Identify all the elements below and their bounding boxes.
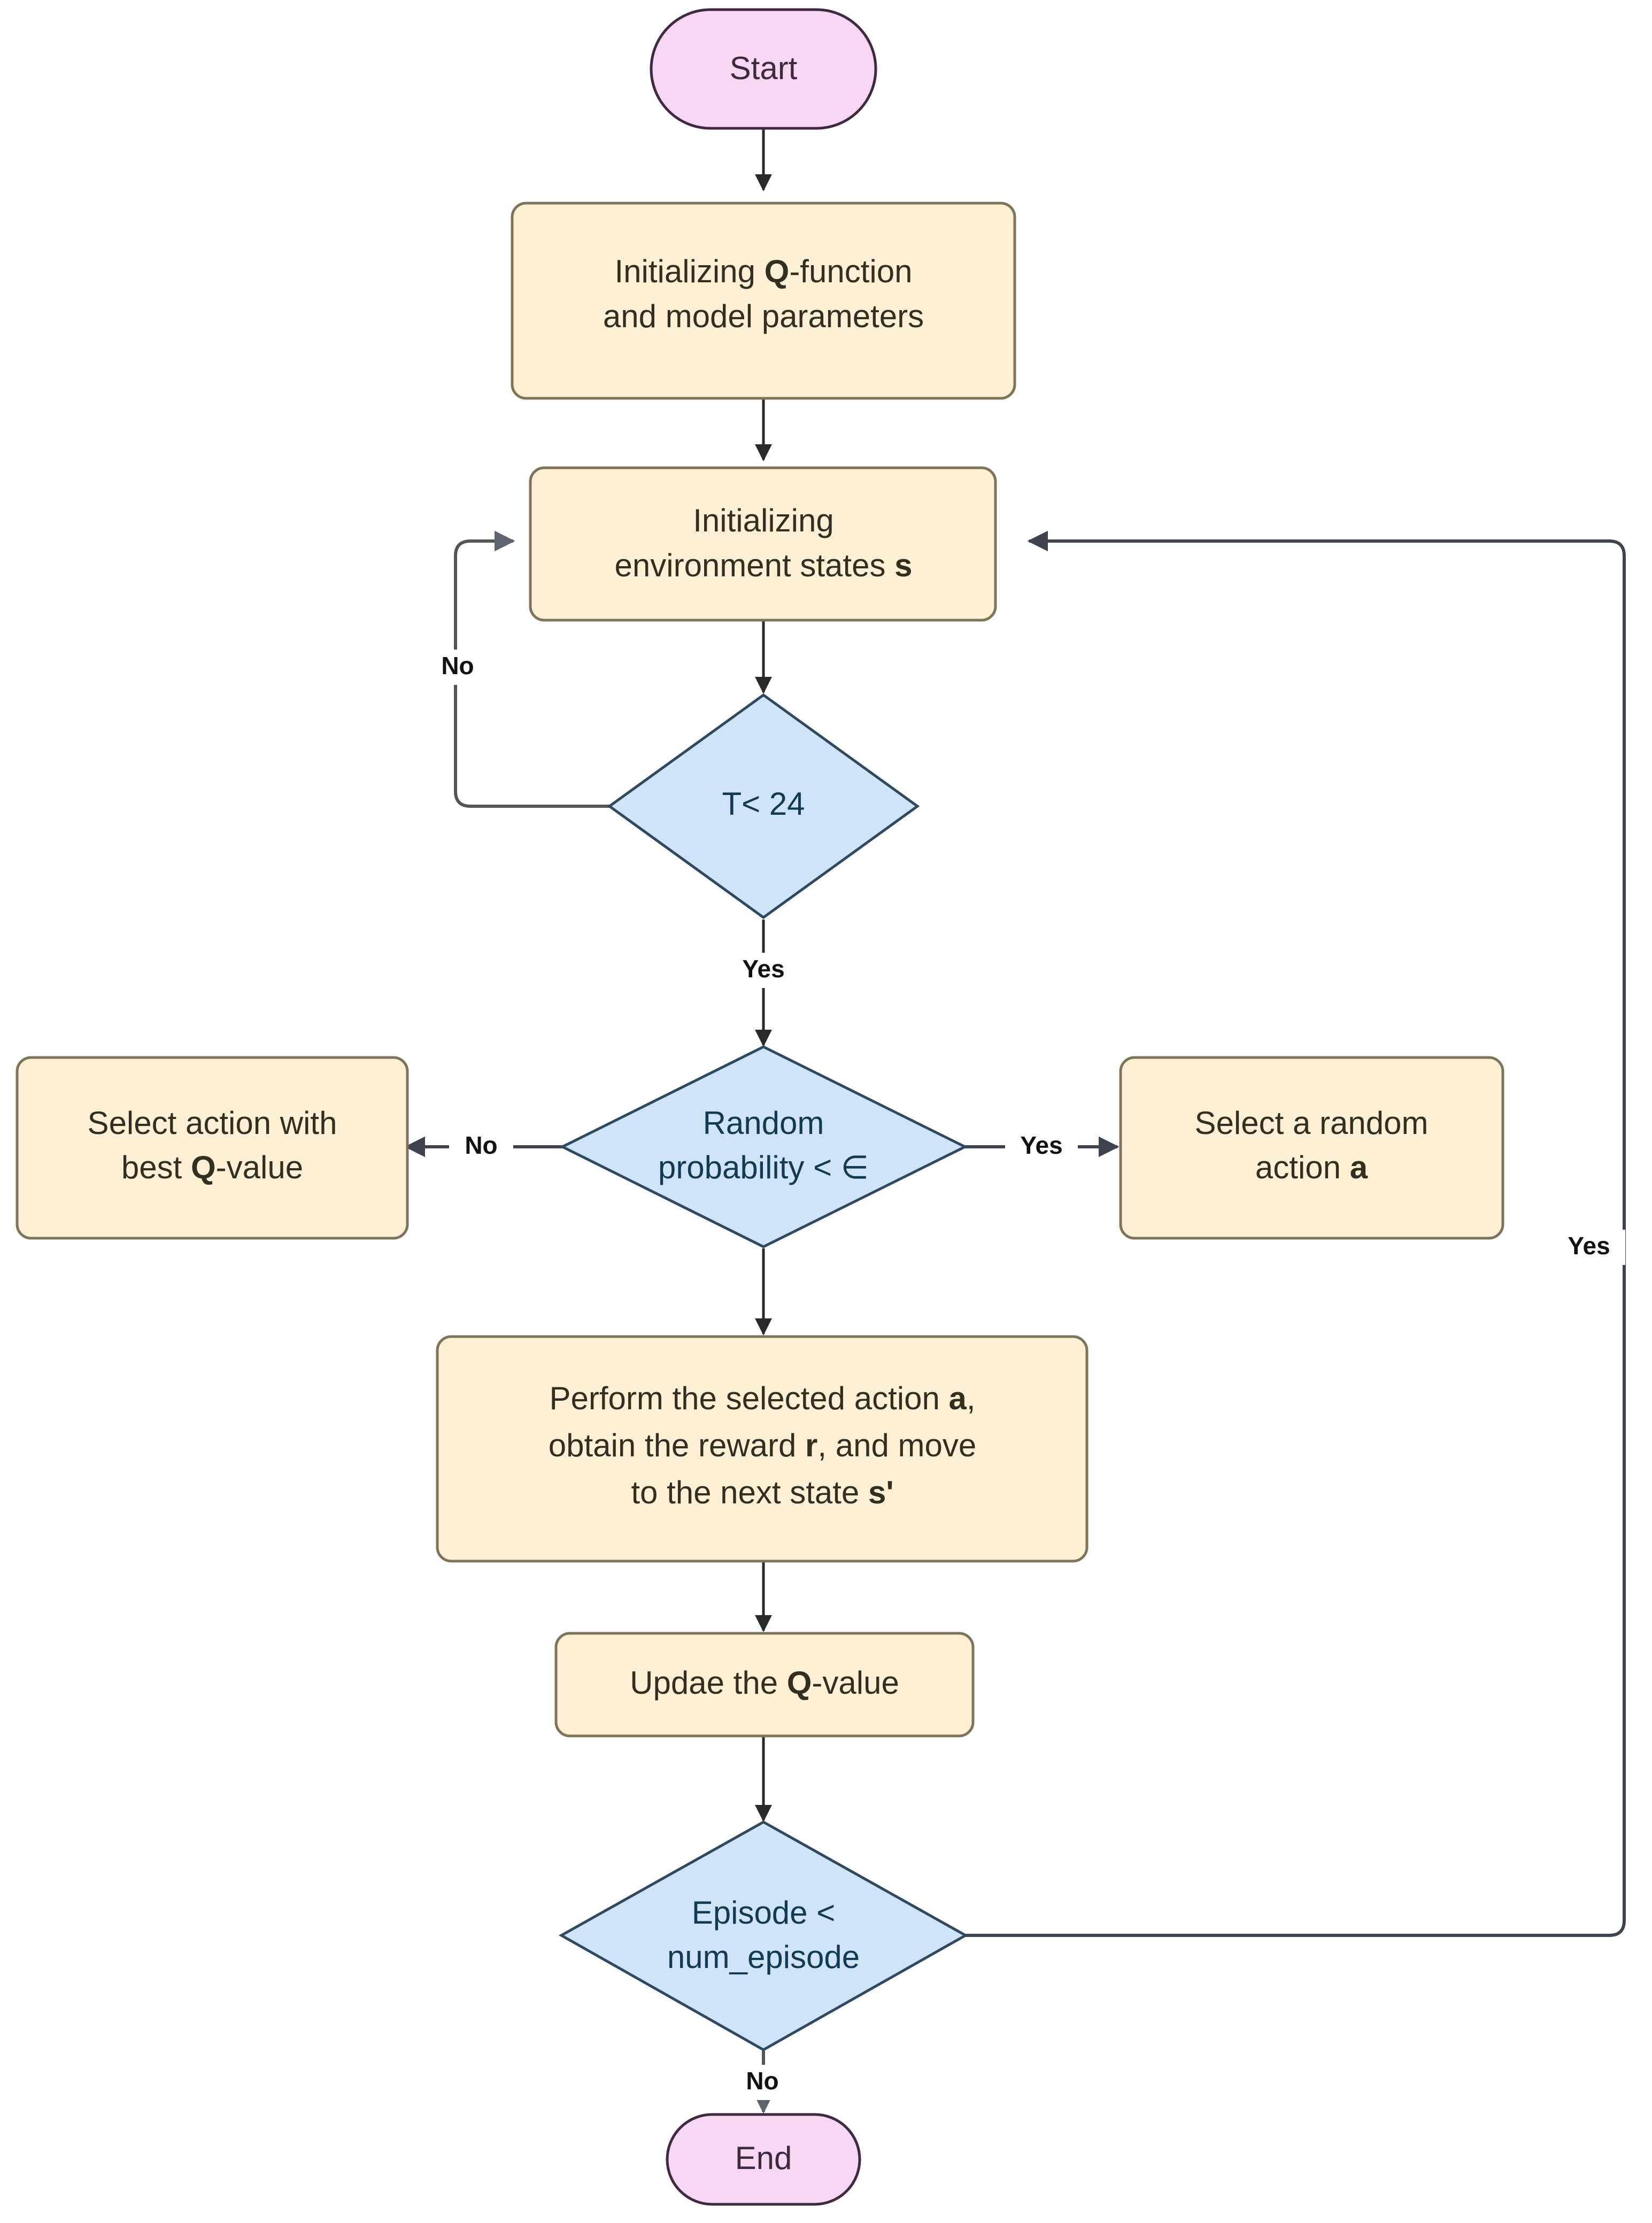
rand-prob-line1: Random [703,1105,824,1141]
init-env-line2: environment states s [615,547,913,583]
rand-action-line2: action a [1255,1149,1368,1185]
end-label: End [735,2140,792,2176]
perform-line3: to the next state s' [631,1475,893,1510]
rand-action-l2b: a [1350,1149,1368,1185]
init-q-line2: and model parameters [603,298,924,334]
rand-action-l2a: action [1255,1149,1350,1185]
perform-l1b: a [949,1380,967,1416]
t-check-shape [607,693,920,920]
edge-labels-layer: No Yes No Yes Yes No [423,650,1625,2100]
init-q-line1: Initializing Q-function [615,253,913,289]
node-init-q-function[interactable]: Initializing Q-function and model parame… [511,202,1016,400]
node-end[interactable]: End [666,2113,861,2206]
init-env-l2a: environment states [615,547,895,583]
perform-l1c: , [967,1380,976,1416]
node-select-best-q-action[interactable]: Select action with best Q-value [16,1056,409,1240]
rand-prob-line2: probability < ∈ [658,1149,869,1185]
rand-prob-shape [559,1045,968,1248]
rand-no-label-bg [449,1129,513,1164]
update-q-line1: Updae the Q-value [630,1665,899,1701]
update-q-l1a: Updae the [630,1665,787,1701]
perform-l2c: , and move [817,1427,976,1463]
edge-label-rand-yes: Yes [1020,1131,1062,1159]
update-q-shape [554,1632,975,1738]
edge-label-t-yes: Yes [742,955,784,983]
episode-line2: num_episode [667,1939,860,1975]
best-q-l2a: best [121,1149,191,1185]
node-episode-decision[interactable]: Episode < num_episode [558,1820,969,2051]
end-shape [666,2113,861,2206]
episode-shape [558,1820,969,2051]
start-shape [650,8,877,130]
node-perform-action[interactable]: Perform the selected action a, obtain th… [436,1335,1089,1563]
init-env-l2b: s [894,547,912,583]
rand-action-shape [1119,1056,1504,1240]
t-yes-label-bg [728,953,799,988]
best-q-l2b: Q [191,1149,216,1185]
rand-yes-label-bg [1005,1129,1078,1164]
rand-action-line1: Select a random [1195,1105,1429,1141]
best-q-line2: best Q-value [121,1149,303,1185]
best-q-shape [16,1056,409,1240]
node-start[interactable]: Start [650,8,877,130]
init-q-l1c: -function [789,253,912,289]
edge-label-episode-no: No [746,2067,778,2095]
best-q-line1: Select action with [88,1105,337,1141]
perform-line2: obtain the reward r, and move [549,1427,977,1463]
init-q-shape [511,202,1016,400]
episode-line1: Episode < [692,1895,836,1931]
t-no-label-bg [423,650,492,685]
node-select-random-action[interactable]: Select a random action a [1119,1056,1504,1240]
update-q-l1c: -value [812,1665,899,1701]
edge-label-episode-yes: Yes [1568,1232,1610,1260]
episode-yes-label-bg [1553,1230,1625,1265]
update-q-l1b: Q [787,1665,812,1701]
node-update-q-value[interactable]: Updae the Q-value [554,1632,975,1738]
perform-l2a: obtain the reward [549,1427,805,1463]
init-q-l1b: Q [765,253,790,289]
edge-label-rand-no: No [465,1131,497,1159]
perform-line1: Perform the selected action a, [549,1380,975,1416]
init-q-l1a: Initializing [615,253,765,289]
edge-label-t-no: No [441,652,474,680]
node-random-probability-decision[interactable]: Random probability < ∈ [559,1045,968,1248]
perform-l3a: to the next state [631,1475,868,1510]
perform-l1a: Perform the selected action [549,1380,948,1416]
best-q-l2c: -value [216,1149,303,1185]
node-init-env-states[interactable]: Initializing environment states s [529,466,997,622]
init-env-line1: Initializing [693,503,833,538]
perform-l2b: r [805,1427,817,1463]
t-check-label: T< 24 [722,786,805,822]
episode-no-label-bg [728,2065,797,2100]
node-t-check-decision[interactable]: T< 24 [607,693,920,920]
start-label: Start [730,50,798,86]
perform-shape [436,1335,1089,1563]
perform-l3b: s' [868,1475,894,1510]
init-env-shape [529,466,997,622]
